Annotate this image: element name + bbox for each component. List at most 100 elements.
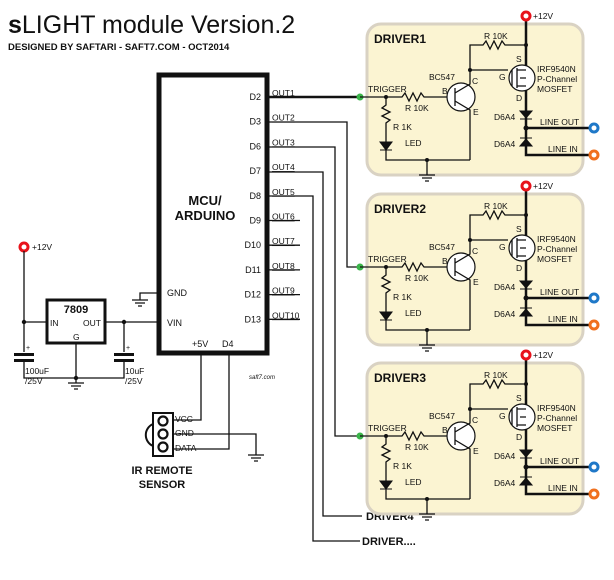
pin-b: B (442, 86, 448, 96)
trigger-label: TRIGGER (368, 423, 407, 433)
regulator-in-label: IN (50, 318, 59, 328)
mcu-pin-d2: D2 (249, 92, 261, 102)
capacitor-out: + (114, 345, 134, 362)
cap-out-value: 10uF (125, 366, 144, 376)
r-gate-label: R 10K (484, 370, 508, 380)
power-terminal-12v (520, 10, 532, 22)
power-terminal-12v (520, 349, 532, 361)
line-in-terminal (588, 149, 600, 161)
r-base-label: R 10K (405, 103, 429, 113)
mcu-pin-d9: D9 (249, 216, 261, 226)
mcu-out-10: OUT10 (272, 310, 300, 320)
pin-g: G (499, 72, 506, 82)
mosfet-label-2: P-Channel (537, 74, 577, 84)
r-base-label: R 10K (405, 273, 429, 283)
mcu-pin-gnd: GND (167, 288, 188, 298)
power-terminal-12v-left (18, 241, 30, 253)
pin-c: C (472, 415, 478, 425)
mosfet-label-1: IRF9540N (537, 234, 576, 244)
supply-label: +12V (533, 181, 553, 191)
diode-1 (518, 449, 534, 459)
line-in-terminal (588, 319, 600, 331)
transistor-bc547 (446, 421, 476, 451)
regulator-out-label: OUT (83, 318, 101, 328)
mcu-out-8: OUT8 (272, 261, 295, 271)
mcu-pin-d8: D8 (249, 191, 261, 201)
trigger-label: TRIGGER (368, 84, 407, 94)
pin-d: D (516, 432, 522, 442)
diode-2 (518, 137, 534, 147)
led-icon (379, 311, 393, 321)
mosfet-label-2: P-Channel (537, 413, 577, 423)
transistor-label: BC547 (429, 72, 455, 82)
trigger-label: TRIGGER (368, 254, 407, 264)
mcu-pin-d7: D7 (249, 166, 261, 176)
led-icon (379, 141, 393, 151)
mcu-pin-d13: D13 (244, 314, 261, 324)
mcu-pin-d10: D10 (244, 240, 261, 250)
pin-s: S (516, 224, 522, 234)
supply-label: +12V (533, 11, 553, 21)
extra-output-driver-more: DRIVER.... (362, 536, 416, 548)
line-in-terminal (588, 488, 600, 500)
mosfet-label-1: IRF9540N (537, 64, 576, 74)
line-in-label: LINE IN (548, 483, 578, 493)
diode1-label: D6A4 (494, 282, 516, 292)
ir-label-1: IR REMOTE (131, 465, 192, 477)
mcu-out-5: OUT5 (272, 187, 295, 197)
diode-2 (518, 307, 534, 317)
ground-symbol (132, 299, 148, 307)
pin-b: B (442, 425, 448, 435)
pin-c: C (472, 246, 478, 256)
power-terminal-12v (520, 180, 532, 192)
diode-1 (518, 280, 534, 290)
mosfet-label-2: P-Channel (537, 244, 577, 254)
ir-sensor-body (152, 412, 174, 457)
line-out-terminal (588, 461, 600, 473)
mosfet-label-3: MOSFET (537, 254, 572, 264)
svg-text:+: + (26, 345, 30, 352)
line-out-label: LINE OUT (540, 456, 579, 466)
cap-in-value: 100uF (25, 366, 49, 376)
driver-title: DRIVER2 (374, 202, 426, 216)
line-in-label: LINE IN (548, 144, 578, 154)
led-label: LED (405, 477, 422, 487)
pin-g: G (499, 242, 506, 252)
transistor-bc547 (446, 82, 476, 112)
svg-text:+: + (126, 345, 130, 352)
line-out-terminal (588, 122, 600, 134)
ir-pin-data: DATA (175, 443, 197, 453)
mcu-out-9: OUT9 (272, 286, 295, 296)
led-label: LED (405, 308, 422, 318)
diode1-label: D6A4 (494, 451, 516, 461)
diode2-label: D6A4 (494, 139, 516, 149)
transistor-label: BC547 (429, 411, 455, 421)
r-base-label: R 10K (405, 442, 429, 452)
title: sLIGHT module Version.2 (8, 11, 295, 39)
ground-symbol (248, 454, 264, 462)
pin-d: D (516, 263, 522, 273)
title-prefix: s (8, 11, 22, 39)
diode-1 (518, 110, 534, 120)
r-led-label: R 1K (393, 461, 412, 471)
capacitor-in: + (14, 345, 34, 362)
diode2-label: D6A4 (494, 309, 516, 319)
ir-pin-gnd: GND (175, 428, 194, 438)
transistor-label: BC547 (429, 242, 455, 252)
ir-label-2: SENSOR (139, 479, 186, 491)
mcu-pin-vin: VIN (167, 318, 182, 328)
mcu-pin-d4: D4 (222, 339, 234, 349)
regulator-gnd-label: G (73, 332, 80, 342)
mcu-pin-5v: +5V (192, 339, 208, 349)
cap-out-voltage: /25V (125, 376, 143, 386)
pin-e: E (473, 277, 479, 287)
mcu-out-4: OUT4 (272, 162, 295, 172)
mcu-out-7: OUT7 (272, 236, 295, 246)
mosfet-label-1: IRF9540N (537, 403, 576, 413)
cap-in-voltage: /25V (25, 376, 43, 386)
regulator-supply-label: +12V (32, 242, 52, 252)
